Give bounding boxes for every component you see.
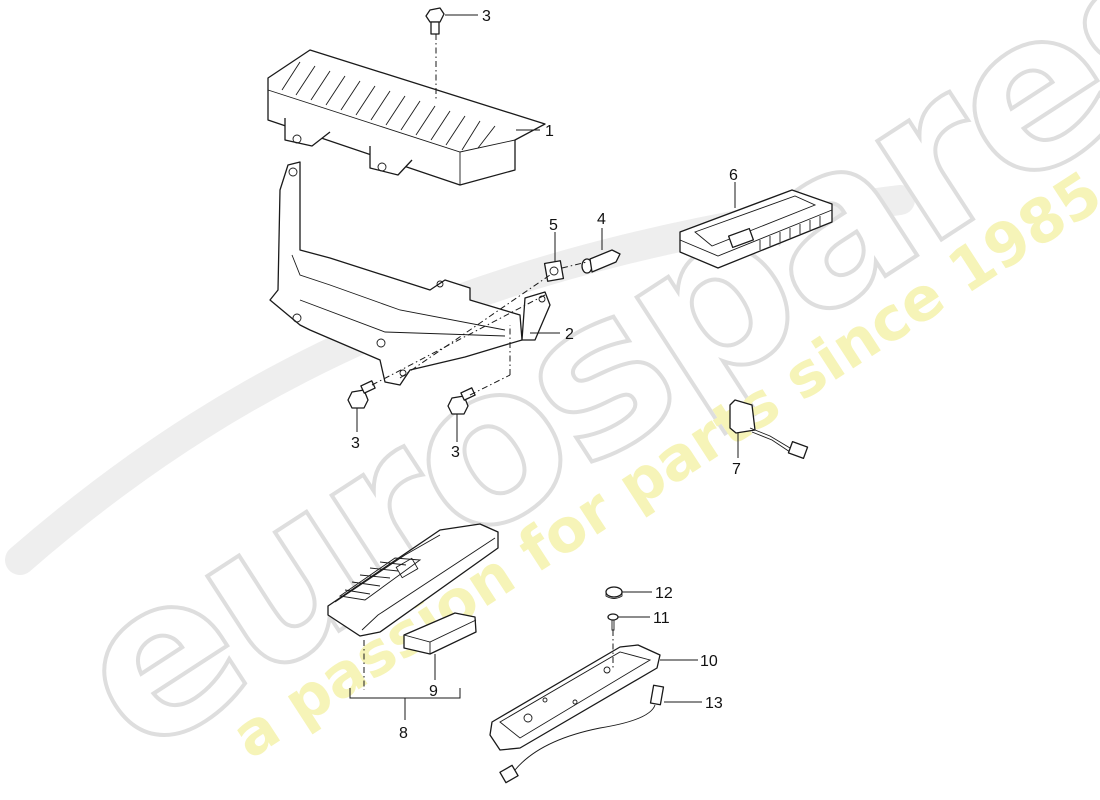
callout-8[interactable]: 8 (399, 725, 408, 742)
callout-13[interactable]: 13 (705, 695, 723, 712)
remote-control-part[interactable] (327, 523, 499, 637)
wiring-harness-part[interactable] (499, 684, 665, 784)
callout-3-top[interactable]: 3 (482, 8, 491, 25)
callout-11[interactable]: 11 (653, 610, 670, 627)
cover-cap-part[interactable] (605, 586, 623, 599)
callout-3-left[interactable]: 3 (351, 435, 360, 452)
clip-nut-part[interactable] (543, 260, 565, 282)
callout-2[interactable]: 2 (565, 326, 574, 343)
battery-part[interactable] (403, 612, 477, 655)
callouts: 3 1 6 5 4 2 3 3 7 12 11 10 9 13 8 (351, 8, 741, 742)
keypad (338, 557, 422, 601)
control-unit-part[interactable] (679, 189, 833, 269)
amplifier-part[interactable] (267, 49, 546, 186)
callout-4[interactable]: 4 (597, 211, 606, 228)
leader-lines (349, 14, 739, 720)
connector-adapter-part[interactable] (729, 399, 809, 460)
bolt-top-part[interactable] (425, 7, 445, 35)
watermark: eurospares a passion for parts since 198… (5, 0, 1100, 800)
bolt-left-part[interactable] (347, 380, 376, 409)
holder-cradle-part[interactable] (489, 644, 661, 751)
callout-5[interactable]: 5 (549, 217, 558, 234)
callout-6[interactable]: 6 (729, 167, 738, 184)
callout-1[interactable]: 1 (545, 123, 554, 140)
bolt-right-part[interactable] (447, 387, 476, 415)
callout-9[interactable]: 9 (429, 683, 438, 700)
callout-7[interactable]: 7 (732, 461, 741, 478)
callout-12[interactable]: 12 (655, 585, 673, 602)
callout-10[interactable]: 10 (700, 653, 718, 670)
screw-part[interactable] (607, 613, 619, 631)
callout-3-right[interactable]: 3 (451, 444, 460, 461)
